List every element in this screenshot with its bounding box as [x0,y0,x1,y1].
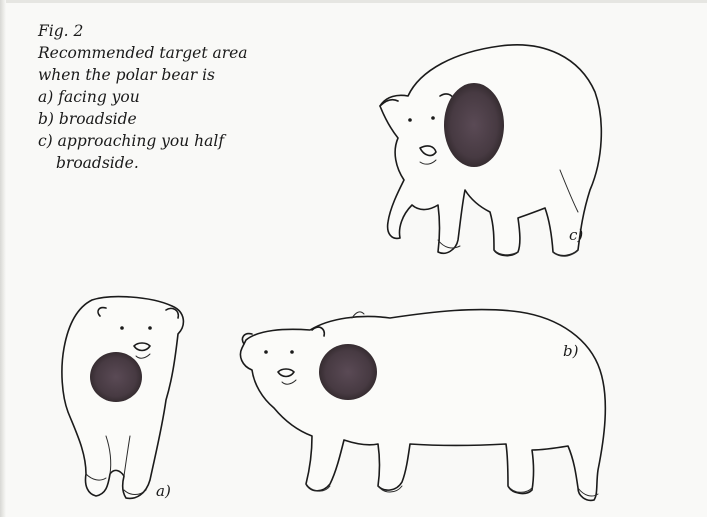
bear-a-facing [62,297,183,499]
target-area-c [444,83,504,167]
target-area-a [90,352,142,402]
bear-c-approaching [380,45,601,256]
target-area-b [319,344,377,400]
bear-b-broadside [240,310,605,501]
label-a: a) [156,482,171,500]
label-c: c) [569,226,583,244]
label-b: b) [563,342,578,360]
